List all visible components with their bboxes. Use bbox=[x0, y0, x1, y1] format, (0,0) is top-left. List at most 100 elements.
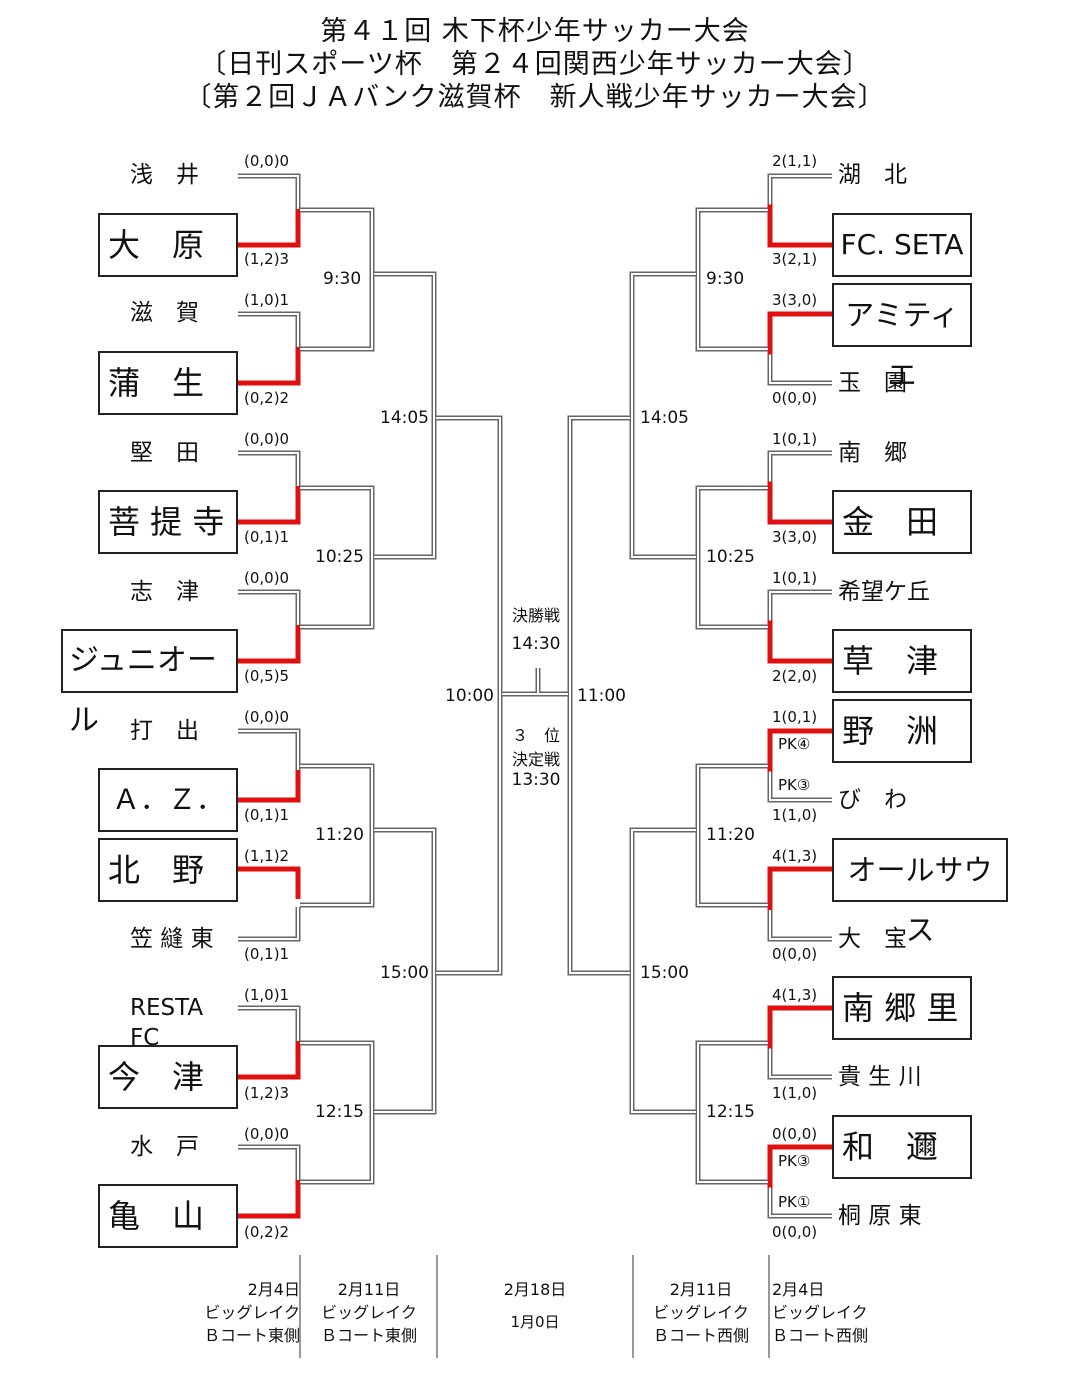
match-time: 10:25 bbox=[315, 547, 364, 567]
bracket-line bbox=[238, 730, 299, 777]
bracket-line bbox=[769, 175, 832, 205]
winner-team-box: アミティエ bbox=[832, 283, 972, 392]
pk-label: PK③ bbox=[778, 1152, 811, 1170]
score: 4(1,3) bbox=[772, 847, 818, 865]
bracket-line bbox=[769, 771, 832, 801]
winner-team-box: 亀 山 bbox=[98, 1184, 238, 1248]
bracket-line bbox=[697, 209, 768, 350]
final-label: 決勝戦 bbox=[511, 606, 560, 625]
team-name: 湖 北 bbox=[838, 162, 907, 188]
match-time: 12:15 bbox=[706, 1102, 755, 1122]
bracket-line bbox=[697, 765, 768, 906]
match-time: 10:00 bbox=[445, 686, 494, 706]
bracket-line bbox=[769, 1048, 832, 1078]
winner-line bbox=[767, 1144, 832, 1188]
bracket-line bbox=[436, 417, 501, 974]
score: (1,0)1 bbox=[244, 291, 290, 309]
winner-team-box: 南 郷 里 bbox=[832, 976, 972, 1040]
winner-team-box: 北 野 bbox=[98, 838, 238, 902]
third-place-label-2: 決定戦 bbox=[511, 750, 560, 769]
winner-team-box: 草 津 bbox=[832, 629, 972, 693]
score: (0,0)0 bbox=[244, 708, 290, 726]
winner-line bbox=[767, 311, 832, 355]
score: 1(0,1) bbox=[772, 569, 818, 587]
winner-line bbox=[238, 347, 301, 386]
score: (0,2)2 bbox=[244, 389, 290, 407]
score: (0,1)1 bbox=[244, 806, 290, 824]
third-place-time: 13:30 bbox=[511, 770, 561, 790]
winner-line bbox=[238, 770, 301, 803]
bracket-line bbox=[238, 1005, 301, 1047]
pk-label: PK④ bbox=[778, 735, 811, 753]
bracket-line bbox=[769, 591, 832, 621]
team-name: び わ bbox=[838, 787, 907, 813]
bracket-line bbox=[769, 1187, 832, 1217]
match-time: 15:00 bbox=[380, 963, 429, 983]
winner-line bbox=[767, 204, 832, 248]
winner-line bbox=[767, 481, 832, 525]
match-time: 9:30 bbox=[706, 269, 745, 289]
bracket-line bbox=[374, 829, 435, 1113]
winner-team-box: ジュニオール bbox=[61, 629, 238, 738]
score: 4(1,3) bbox=[772, 986, 818, 1004]
score: 1(0,1) bbox=[772, 708, 818, 726]
pk-label: PK③ bbox=[778, 776, 811, 794]
score: (0,0)0 bbox=[244, 1125, 290, 1143]
team-name: 堅 田 bbox=[130, 440, 199, 466]
score: (1,2)3 bbox=[244, 1084, 290, 1102]
bracket-line bbox=[767, 354, 832, 386]
match-time: 14:05 bbox=[640, 408, 689, 428]
winner-line bbox=[238, 1180, 301, 1219]
bracket-line bbox=[300, 1042, 373, 1183]
score: (0,0)0 bbox=[244, 430, 290, 448]
bracket-line bbox=[238, 591, 299, 631]
winner-team-box: 蒲 生 bbox=[98, 351, 238, 415]
bracket-line bbox=[238, 311, 301, 353]
final-line bbox=[502, 668, 568, 697]
winner-line bbox=[767, 728, 832, 772]
score: 0(0,0) bbox=[772, 1223, 818, 1241]
winner-team-box: FC. SETA bbox=[832, 213, 972, 277]
bracket-line bbox=[238, 1146, 299, 1186]
bracket-line bbox=[767, 1048, 832, 1080]
bracket-line bbox=[238, 907, 299, 940]
tournament-title: 第４１回 木下杯少年サッカー大会 bbox=[320, 16, 750, 47]
bracket-line bbox=[238, 589, 301, 631]
score: 0(0,0) bbox=[772, 1125, 818, 1143]
bracket-line bbox=[769, 910, 832, 940]
team-name: 志 津 bbox=[130, 579, 199, 605]
match-time: 15:00 bbox=[640, 963, 689, 983]
match-time: 14:05 bbox=[380, 408, 429, 428]
bracket-line bbox=[767, 450, 832, 482]
tournament-subtitle-2: 〔第２回ＪＡバンク滋賀杯 新人戦少年サッカー大会〕 bbox=[184, 82, 886, 113]
score: (0,1)1 bbox=[244, 528, 290, 546]
bracket-line bbox=[767, 173, 832, 205]
bracket-line bbox=[238, 313, 299, 353]
bracket-line bbox=[697, 487, 768, 628]
bracket-line bbox=[631, 829, 696, 1113]
team-name: 笠 縫 東 bbox=[130, 926, 214, 952]
tournament-subtitle-1: 〔日刊スポーツ杯 第２４回関西少年サッカー大会〕 bbox=[199, 49, 871, 80]
winner-line bbox=[767, 866, 832, 910]
bracket-line bbox=[238, 450, 301, 492]
winner-line bbox=[238, 1041, 301, 1080]
team-name: 玉 園 bbox=[838, 370, 907, 396]
score: (0,0)0 bbox=[244, 152, 290, 170]
winner-line bbox=[238, 209, 301, 248]
score: 3(2,1) bbox=[772, 250, 818, 268]
final-line bbox=[502, 668, 568, 695]
score: (0,2)2 bbox=[244, 1223, 290, 1241]
team-name: 浅 井 bbox=[130, 162, 199, 188]
team-name: 希望ケ丘 bbox=[838, 579, 930, 605]
score: (0,1)1 bbox=[244, 945, 290, 963]
score: (0,0)0 bbox=[244, 569, 290, 587]
winner-line bbox=[767, 1005, 832, 1049]
bracket-line bbox=[238, 175, 299, 215]
team-name: RESTA FC bbox=[130, 995, 204, 1051]
match-time: 9:30 bbox=[323, 269, 362, 289]
